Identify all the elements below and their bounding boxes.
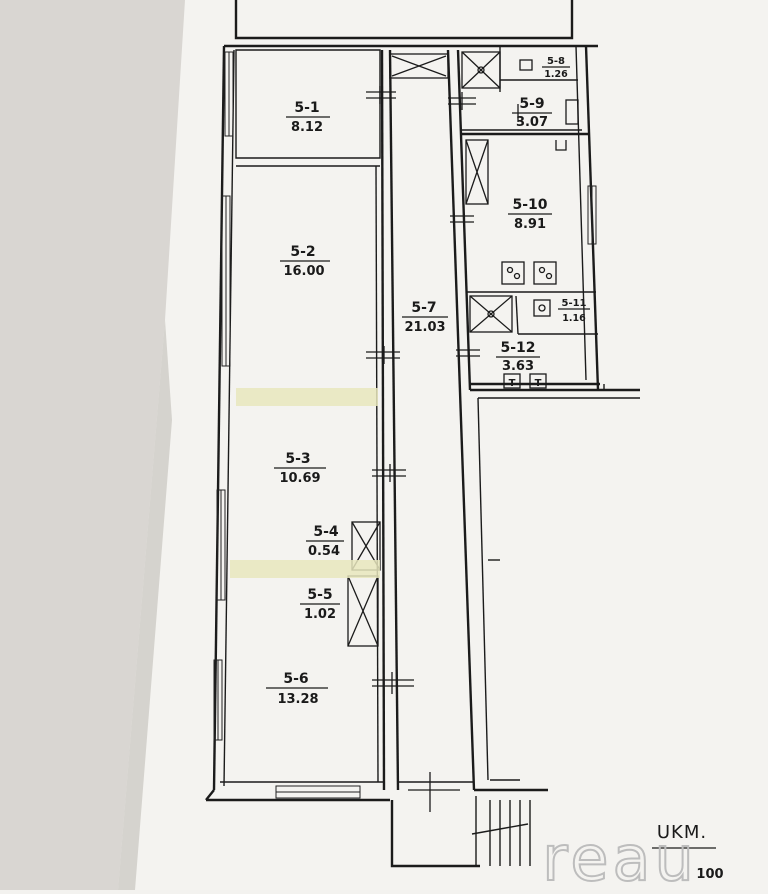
room-number: 5-11	[561, 298, 586, 309]
scale-unit: UKM.	[657, 822, 707, 843]
room-label-5-2: 5-2 16.00	[280, 244, 330, 279]
room-number: 5-6	[283, 671, 308, 687]
room-label-5-10: 5-10 8.91	[508, 197, 552, 232]
room-number: 5-9	[519, 96, 544, 112]
walls	[205, 0, 640, 868]
room-label-5-6: 5-6 13.28	[266, 671, 328, 707]
paper-edge-shadow	[118, 320, 172, 890]
room-area: 10.69	[279, 471, 320, 486]
room-number: 5-7	[411, 300, 436, 316]
room-label-5-12: 5-12 3.63	[496, 340, 540, 374]
room-label-5-8: 5-8 1.26	[542, 56, 570, 80]
room-number: 5-2	[290, 244, 315, 260]
scale-value: 100	[696, 867, 723, 882]
room-number: 5-3	[285, 451, 310, 467]
room-number: 5-10	[512, 197, 547, 213]
room-area: 1.16	[562, 313, 586, 324]
room-label-5-3: 5-3 10.69	[274, 451, 326, 486]
room-area: 3.63	[502, 359, 534, 374]
stove-label-1: T	[509, 378, 516, 389]
room-label-5-1: 5-1 8.12	[286, 100, 330, 135]
room-label-5-9: 5-9 3.07	[512, 96, 552, 130]
room-area: 8.12	[291, 120, 323, 135]
door-marks	[366, 86, 567, 812]
room-area: 1.02	[304, 607, 336, 622]
windows	[213, 51, 597, 799]
paper-sheet	[118, 0, 768, 890]
correction-tape-1	[236, 388, 378, 406]
stove-label-2: T	[535, 378, 542, 389]
watermark-logo: reau	[542, 822, 698, 890]
room-number: 5-1	[294, 100, 319, 116]
room-area: 3.07	[516, 115, 548, 130]
room-label-5-11: 5-11 1.16	[558, 298, 590, 324]
correction-tape-2	[230, 560, 380, 578]
room-area: 8.91	[514, 217, 546, 232]
room-number: 5-5	[307, 587, 332, 603]
room-area: 13.28	[277, 692, 318, 707]
room-label-5-5: 5-5 1.02	[300, 587, 340, 622]
room-number: 5-4	[313, 524, 339, 540]
room-area: 16.00	[283, 264, 324, 279]
room-area: 1.26	[544, 69, 568, 80]
room-area: 0.54	[308, 544, 340, 559]
room-label-5-7: 5-7 21.03	[402, 300, 448, 335]
fixtures	[347, 51, 579, 647]
room-area: 21.03	[404, 320, 445, 335]
room-label-5-4: 5-4 0.54	[306, 524, 344, 559]
room-number: 5-12	[500, 340, 535, 356]
room-number: 5-8	[547, 56, 565, 67]
